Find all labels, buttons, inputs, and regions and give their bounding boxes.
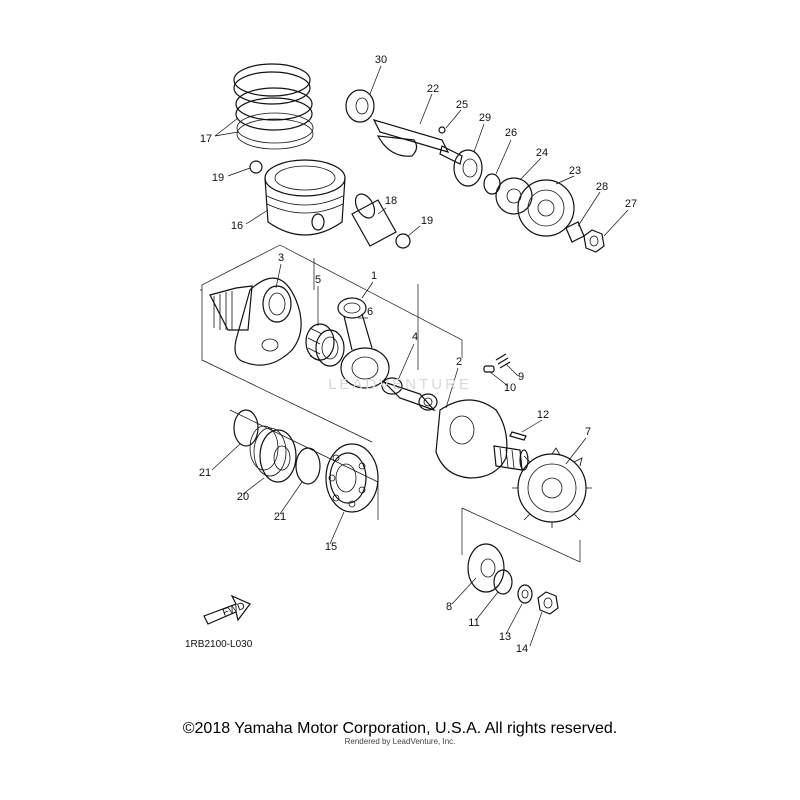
callout-22: 22 [427,83,439,95]
callout-13: 13 [499,631,511,643]
callout-19b: 19 [421,215,433,227]
connecting-rod [337,297,390,389]
drawing-code: 1RB2100-L030 [185,639,253,650]
callout-18: 18 [385,195,397,207]
callout-3: 3 [278,252,284,264]
dowel-10 [483,365,495,373]
ring-21-right [295,447,321,485]
callout-23: 23 [569,165,581,177]
callout-6: 6 [367,306,373,318]
callout-2: 2 [456,356,462,368]
callout-8: 8 [446,601,452,613]
callout-leaders [211,65,629,647]
collar-20 [249,425,297,483]
callout-labels: 1 2 3 4 5 6 7 8 9 10 11 12 13 14 15 16 1… [199,54,637,655]
crankshaft-left [209,277,302,366]
callout-15: 15 [325,541,337,553]
plate-8 [467,543,505,593]
callout-7: 7 [585,426,591,438]
callout-4: 4 [412,331,418,343]
callout-5: 5 [315,274,321,286]
callout-19a: 19 [212,172,224,184]
needle-bearing [305,323,345,367]
callout-21a: 21 [199,467,211,479]
callout-20: 20 [237,491,249,503]
callout-10: 10 [504,382,516,394]
rendered-by-notice: Rendered by LeadVenture, Inc. [344,737,456,746]
callout-11: 11 [468,617,479,629]
nut-27 [583,229,605,253]
fwd-label: FWD [221,601,246,619]
callout-14: 14 [516,643,528,655]
piston-pin-clip-upper [249,160,263,174]
balancer-shaft-22 [372,119,463,165]
circlip-11 [493,569,513,595]
main-bearing-15 [325,443,379,513]
gear-24 [495,177,533,215]
gear-23 [517,179,575,237]
piston-pin [351,193,397,247]
fwd-arrow-icon: FWD [203,594,251,625]
primary-drive-gear [512,447,592,528]
nut-14 [537,591,559,615]
piston-pin-clip-lower [395,233,411,249]
copyright-notice: ©2018 Yamaha Motor Corporation, U.S.A. A… [182,720,618,737]
crankshaft-right [435,399,529,479]
bearing-30 [345,89,375,123]
key-25 [438,126,446,134]
collar-26 [483,173,501,195]
key-12 [509,431,527,441]
ring-21-left [233,409,259,447]
callout-29: 29 [479,112,491,124]
bearing-29 [453,149,483,187]
piston [264,159,346,236]
callout-21b: 21 [274,511,286,523]
callout-25: 25 [456,99,468,111]
callout-1: 1 [371,270,377,282]
callout-24: 24 [536,147,548,159]
piston-rings [233,63,314,150]
callout-12: 12 [537,409,549,421]
callout-27: 27 [625,198,637,210]
callout-9: 9 [518,371,524,383]
washer-13 [517,584,533,604]
crank-pin [381,377,438,412]
callout-28: 28 [596,181,608,193]
watermark-text: LEADVENTURE [328,376,472,393]
callout-17: 17 [200,133,212,145]
callout-26: 26 [505,127,517,139]
assembly-lines [200,244,581,563]
spring-9 [495,353,511,369]
callout-30: 30 [375,54,387,66]
callout-16: 16 [231,220,243,232]
